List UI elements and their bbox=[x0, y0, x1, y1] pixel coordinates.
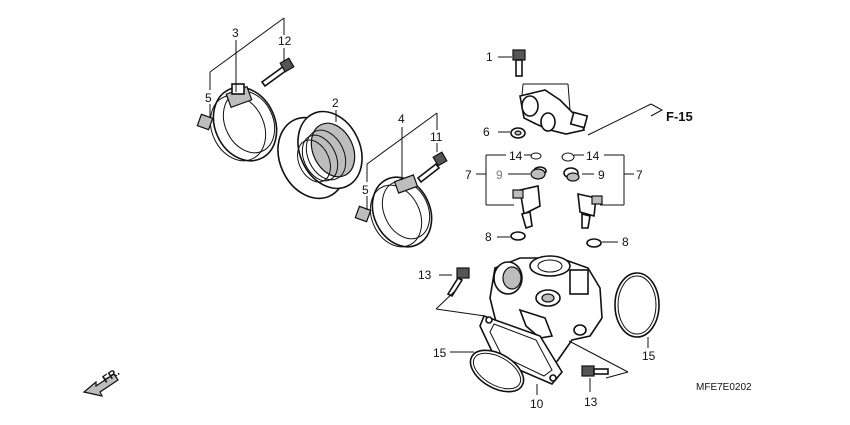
label-part-7-right: 7 bbox=[636, 168, 643, 182]
label-part-9-left: 9 bbox=[496, 168, 503, 182]
label-part-15-left: 15 bbox=[433, 346, 447, 360]
bolt-13-upper bbox=[446, 267, 470, 298]
bolt-13-lower bbox=[581, 365, 609, 377]
label-part-13-lower: 13 bbox=[584, 395, 598, 409]
label-part-13-upper: 13 bbox=[418, 268, 432, 282]
diagram-code: MFE7E0202 bbox=[696, 382, 752, 393]
clamp-nut-right bbox=[354, 205, 372, 223]
throttle-gasket-10 bbox=[479, 314, 563, 385]
label-part-14-left: 14 bbox=[509, 149, 523, 163]
leaders-throttle bbox=[435, 274, 649, 395]
bolt-12 bbox=[260, 57, 295, 88]
intake-boot bbox=[277, 110, 363, 200]
injector-left bbox=[510, 152, 547, 241]
label-part-8-left: 8 bbox=[485, 230, 492, 244]
reference-label: F-15 bbox=[666, 109, 693, 124]
fuel-pipe bbox=[510, 89, 589, 139]
label-part-5-left: 5 bbox=[205, 91, 212, 105]
leaders-injectors bbox=[476, 154, 634, 243]
label-part-12: 12 bbox=[278, 34, 292, 48]
label-part-2: 2 bbox=[332, 96, 339, 110]
label-part-7-left: 7 bbox=[465, 168, 472, 182]
label-part-9-right: 9 bbox=[598, 168, 605, 182]
label-part-6: 6 bbox=[483, 125, 490, 139]
label-part-4: 4 bbox=[398, 112, 405, 126]
oring-15-left bbox=[469, 349, 525, 393]
label-part-3: 3 bbox=[232, 26, 239, 40]
bolt-11 bbox=[416, 151, 448, 184]
oring-15-right bbox=[614, 272, 660, 338]
clamp-band-left bbox=[209, 83, 278, 162]
leaders-right bbox=[366, 112, 438, 210]
label-part-14-right: 14 bbox=[586, 149, 600, 163]
leaders-fuel bbox=[498, 56, 664, 136]
label-part-11: 11 bbox=[430, 130, 443, 144]
injector-right bbox=[561, 152, 603, 248]
leaders-left bbox=[209, 17, 285, 118]
label-part-8-right: 8 bbox=[622, 235, 629, 249]
label-part-5-right: 5 bbox=[362, 183, 369, 197]
bolt-1 bbox=[512, 49, 526, 77]
clamp-nut-left bbox=[196, 113, 214, 131]
label-part-10: 10 bbox=[530, 397, 544, 411]
label-part-15-right: 15 bbox=[642, 349, 656, 363]
front-direction-arrow bbox=[82, 373, 119, 397]
label-part-1: 1 bbox=[486, 50, 493, 64]
clamp-band-right bbox=[369, 174, 433, 248]
